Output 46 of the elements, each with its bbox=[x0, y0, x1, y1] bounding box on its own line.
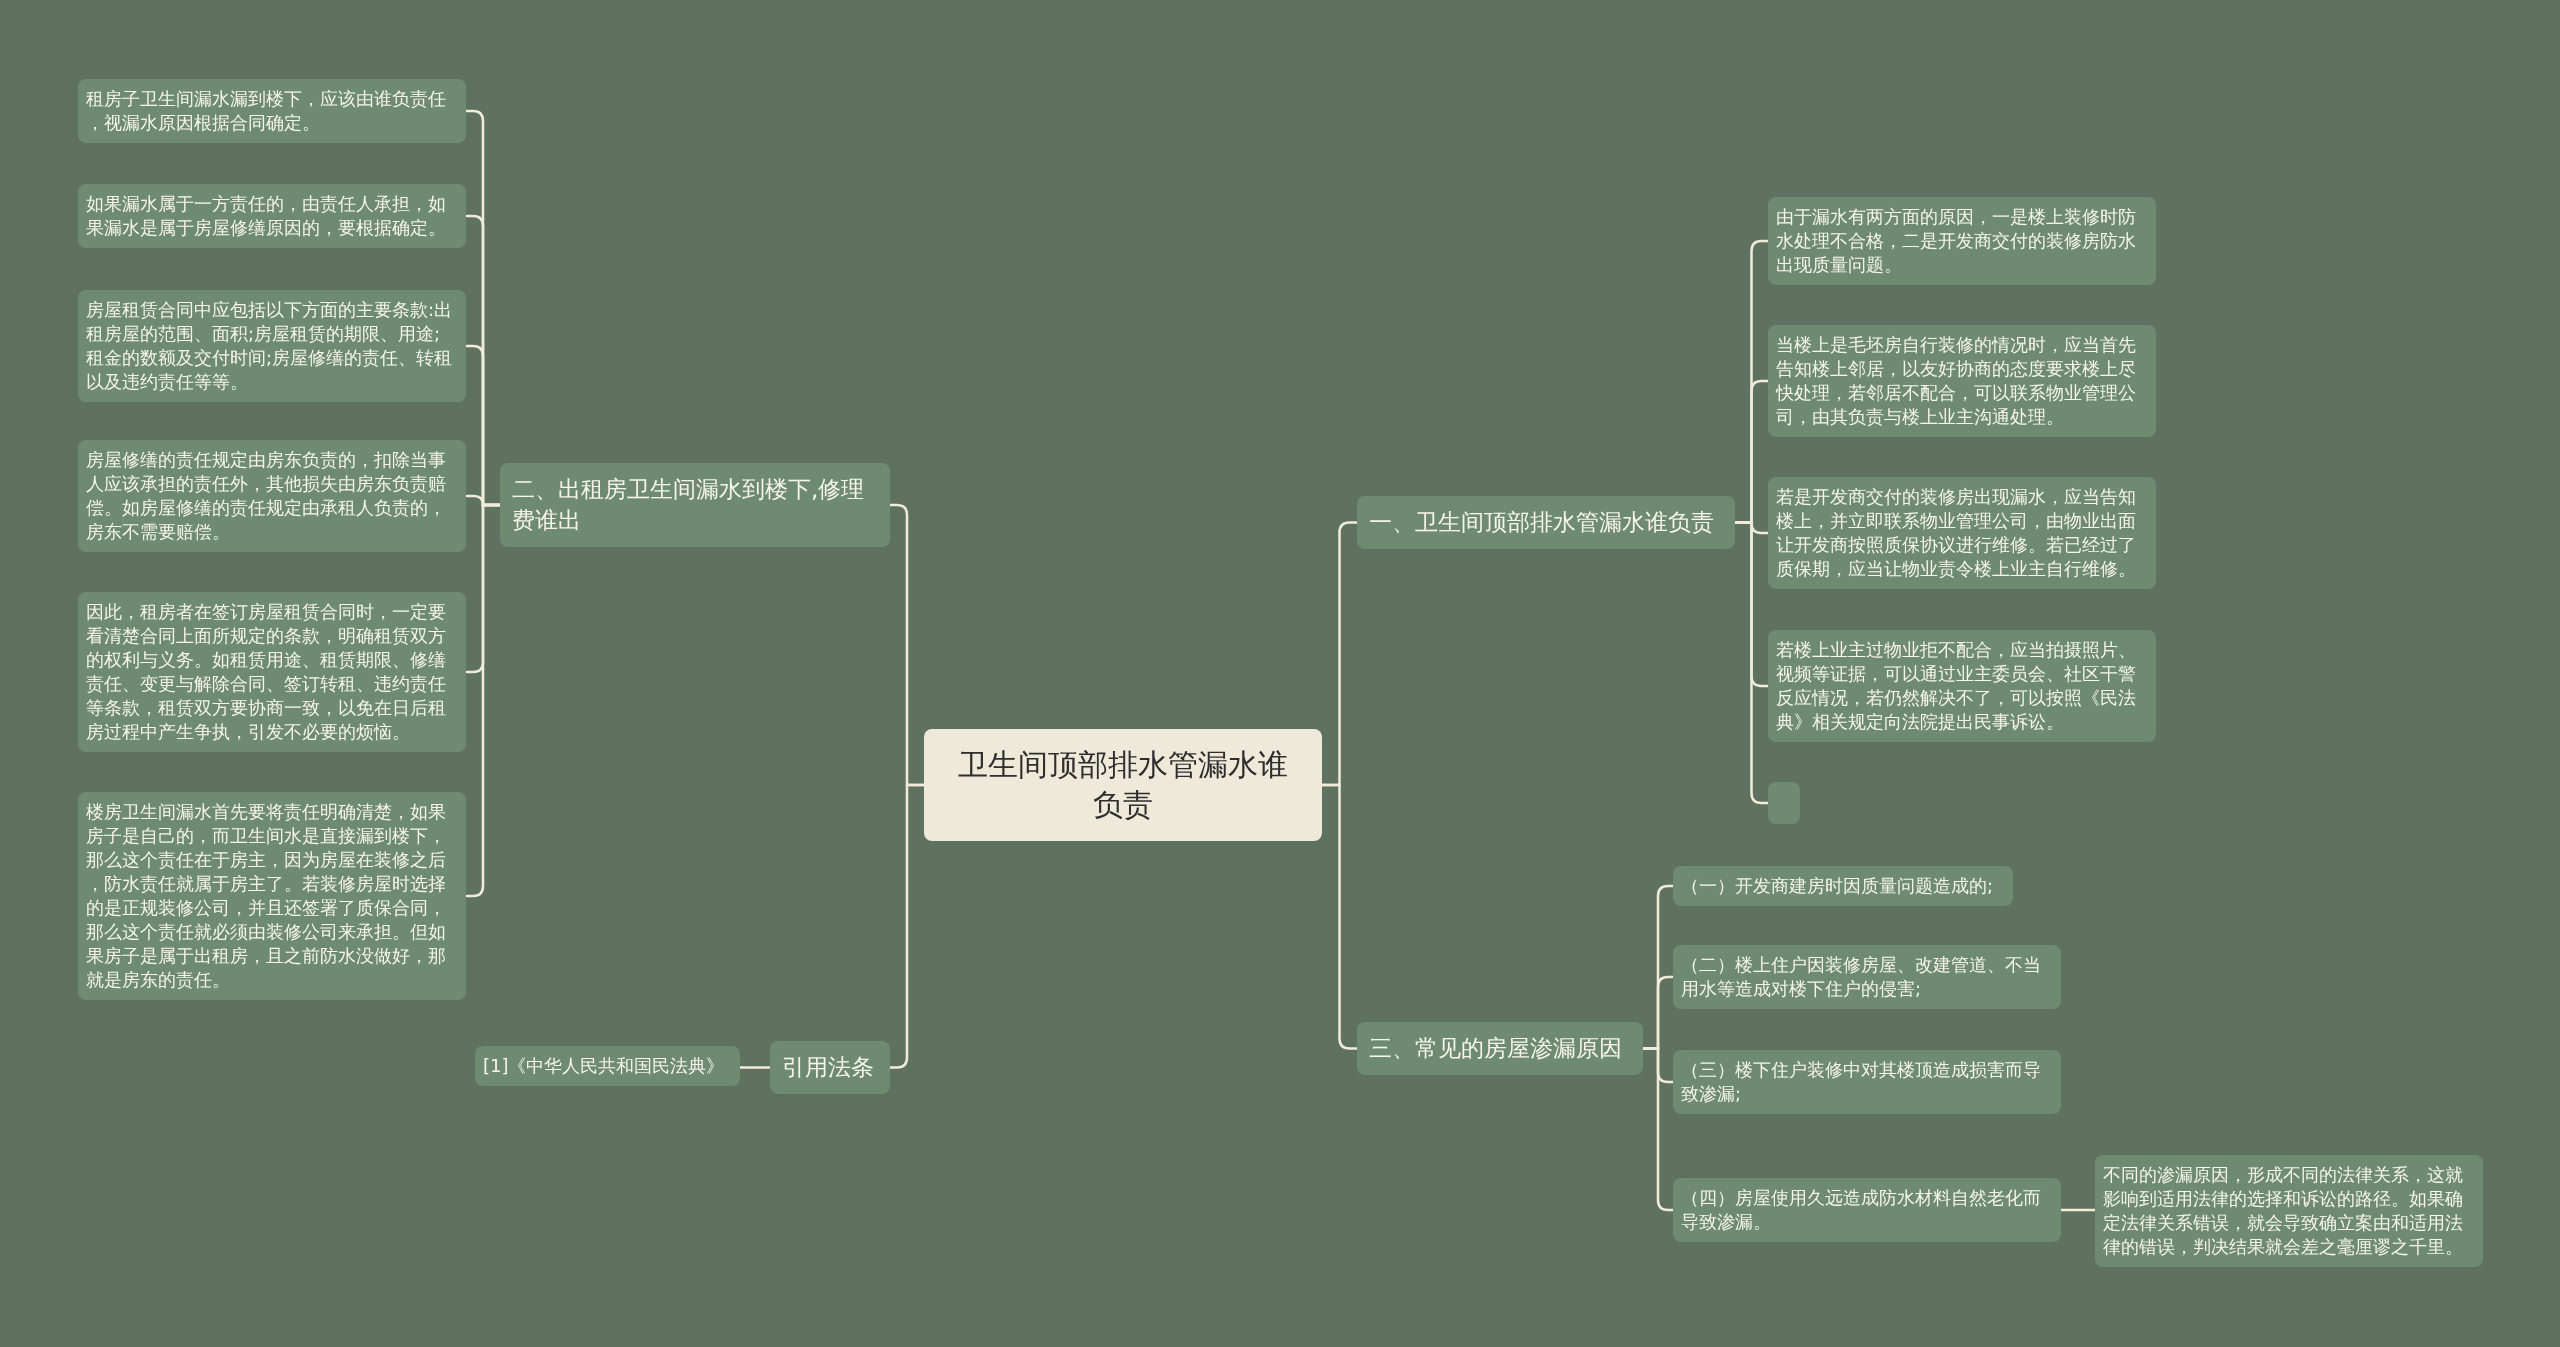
note-card bbox=[78, 184, 466, 248]
connector-line bbox=[1322, 783, 1357, 1050]
topic-card bbox=[500, 463, 890, 547]
topic-card bbox=[1357, 1022, 1643, 1075]
note-card bbox=[1673, 1178, 2061, 1242]
note-text: （四）房屋使用久远造成防水材料自然老化而导致渗漏。 bbox=[1681, 1186, 2042, 1234]
topic-text: 一、卫生间顶部排水管漏水谁负责 bbox=[1369, 508, 1715, 537]
note-card bbox=[1768, 477, 2156, 589]
note-text: [1]《中华人民共和国民法典》 bbox=[483, 1054, 726, 1078]
central-topic-card bbox=[924, 729, 1322, 841]
connector-line bbox=[890, 783, 924, 1069]
note-card bbox=[78, 290, 466, 402]
note-text: 不同的渗漏原因，形成不同的法律关系，这就影响到适用法律的选择和诉讼的路径。如果确定法律关系错误，就会导致确立案由和适用法律的错误，判决结果就会差之毫厘谬之千里。 bbox=[2103, 1163, 2464, 1259]
note-text: （三）楼下住户装修中对其楼顶造成损害而导致渗漏; bbox=[1681, 1058, 2042, 1106]
topic-text: 二、出租房卫生间漏水到楼下,修理费谁出 bbox=[512, 475, 866, 535]
note-card bbox=[78, 440, 466, 552]
note-card bbox=[1768, 325, 2156, 437]
note-card bbox=[2095, 1155, 2483, 1267]
note-card bbox=[78, 592, 466, 752]
note-card bbox=[1768, 630, 2156, 742]
note-text: 因此，租房者在签订房屋租赁合同时，一定要看清楚合同上面所规定的条款，明确租赁双方的权利与义务。如租赁用途、租赁期限、修缮责任、变更与解除合同、签订转租、违约责任等条款，租赁双方要协商一致，以免在日后租房过程中产生争执，引发不必要的烦恼。 bbox=[86, 600, 447, 744]
note-text: 如果漏水属于一方责任的，由责任人承担，如果漏水是属于房屋修缮原因的，要根据确定。 bbox=[86, 192, 447, 240]
note-text: 楼房卫生间漏水首先要将责任明确清楚，如果房子是自己的，而卫生间水是直接漏到楼下，那么这个责任在于房主，因为房屋在装修之后，防水责任就属于房主了。若装修房屋时选择的是正规装修公司，并且还签署了质保合同，那么这个责任就必须由装修公司来承担。但如果房子是属于出租房，且之前防水没做好，那就是房东的责任。 bbox=[86, 800, 447, 992]
note-text: 房屋租赁合同中应包括以下方面的主要条款:出租房屋的范围、面积;房屋租赁的期限、用途;租金的数额及交付时间;房屋修缮的责任、转租以及违约责任等等。 bbox=[86, 298, 454, 394]
note-card bbox=[1673, 866, 2013, 906]
note-text: 由于漏水有两方面的原因，一是楼上装修时防水处理不合格，二是开发商交付的装修房防水出现质量问题。 bbox=[1776, 205, 2137, 277]
note-card bbox=[1768, 197, 2156, 285]
note-card bbox=[1673, 1050, 2061, 1114]
topic-card bbox=[770, 1041, 890, 1094]
central-topic-text: 卫生间顶部排水管漏水谁负责 bbox=[957, 746, 1289, 824]
note-text: 租房子卫生间漏水漏到楼下，应该由谁负责任，视漏水原因根据合同确定。 bbox=[86, 87, 447, 135]
empty-card bbox=[1768, 782, 1800, 824]
connector-line bbox=[2061, 1208, 2095, 1212]
note-card bbox=[78, 79, 466, 143]
topic-text: 引用法条 bbox=[782, 1053, 875, 1082]
topic-text: 三、常见的房屋渗漏原因 bbox=[1369, 1034, 1623, 1063]
note-card bbox=[475, 1046, 740, 1086]
note-text: 若楼上业主过物业拒不配合，应当拍摄照片、视频等证据，可以通过业主委员会、社区干警反应情况，若仍然解决不了，可以按照《民法典》相关规定向法院提出民事诉讼。 bbox=[1776, 638, 2137, 734]
note-text: 房屋修缮的责任规定由房东负责的，扣除当事人应该承担的责任外，其他损失由房东负责赔偿。如房屋修缮的责任规定由承租人负责的，房东不需要赔偿。 bbox=[86, 448, 447, 544]
topic-card bbox=[1357, 496, 1735, 549]
note-text: 当楼上是毛坯房自行装修的情况时，应当首先告知楼上邻居，以友好协商的态度要求楼上尽快处理，若邻居不配合，可以联系物业管理公司，由其负责与楼上业主沟通处理。 bbox=[1776, 333, 2137, 429]
connector-line bbox=[740, 1066, 770, 1069]
note-text: 若是开发商交付的装修房出现漏水，应当告知楼上，并立即联系物业管理公司，由物业出面让开发商按照质保协议进行维修。若已经过了质保期，应当让物业责令楼上业主自行维修。 bbox=[1776, 485, 2137, 581]
note-text: （一）开发商建房时因质量问题造成的; bbox=[1681, 874, 1995, 898]
note-text: （二）楼上住户因装修房屋、改建管道、不当用水等造成对楼下住户的侵害; bbox=[1681, 953, 2042, 1001]
note-card bbox=[1673, 945, 2061, 1009]
